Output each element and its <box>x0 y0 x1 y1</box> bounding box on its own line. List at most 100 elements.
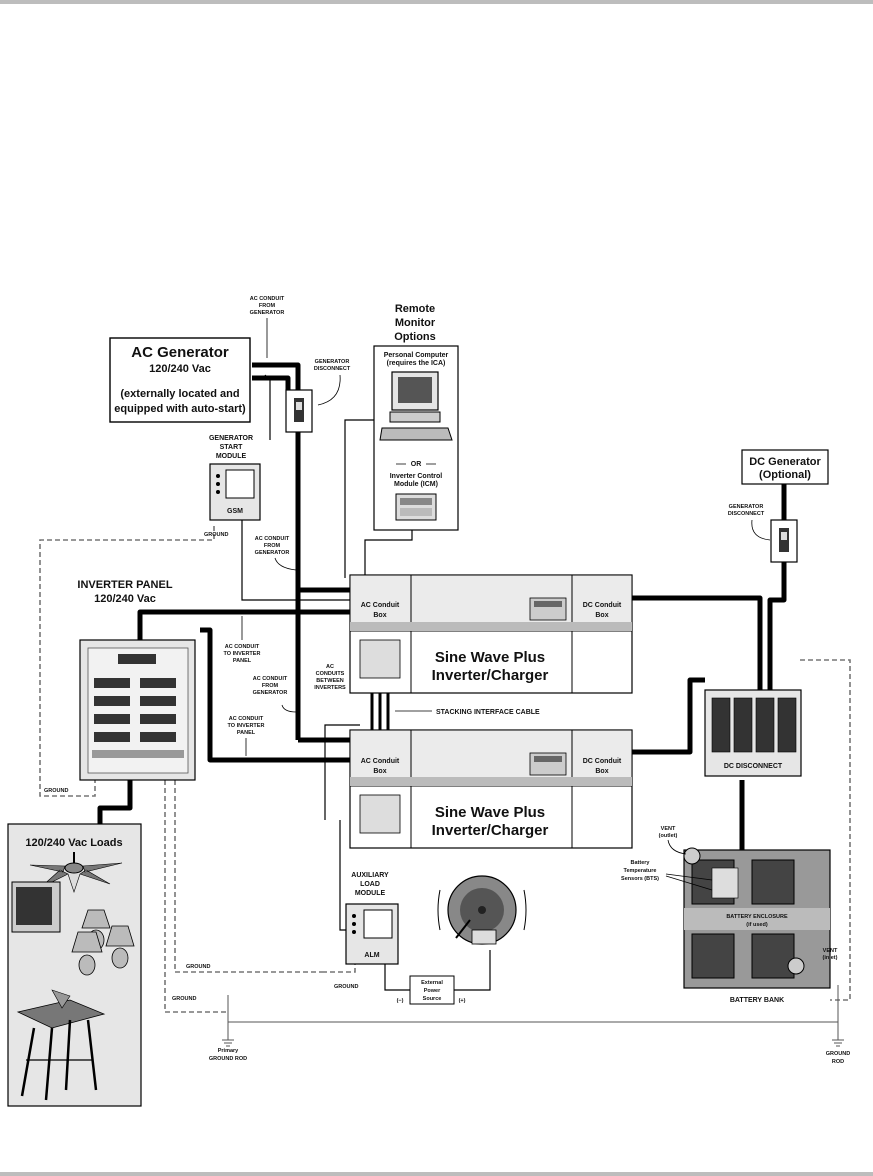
label-stacking-interface-cable: STACKING INTERFACE CABLE <box>436 709 540 716</box>
label-ac-conduits-between-inverters: AC CONDUITS BETWEEN INVERTERS <box>314 664 346 691</box>
conduit-wires <box>97 362 787 850</box>
alm-label: ALM <box>364 952 379 959</box>
gsm-label: GSM <box>227 508 243 515</box>
svg-text:(+): (+) <box>459 998 466 1004</box>
svg-text:INVERTER PANEL: INVERTER PANEL <box>77 579 172 591</box>
dc-generator-disconnect[interactable] <box>770 519 798 563</box>
svg-text:START: START <box>220 444 244 451</box>
label-ground-panel: GROUND <box>44 788 68 794</box>
svg-text:DC Conduit: DC Conduit <box>583 758 622 765</box>
svg-text:(if used): (if used) <box>746 922 768 928</box>
svg-text:BATTERY ENCLOSURE: BATTERY ENCLOSURE <box>726 914 788 920</box>
svg-text:Inverter/Charger: Inverter/Charger <box>432 667 549 684</box>
generator-start-module: GENERATOR START MODULE GSM <box>209 435 261 521</box>
table-saw-icon <box>16 989 106 1101</box>
svg-text:Source: Source <box>423 996 442 1002</box>
remote-monitor-options: Remote Monitor Options Personal Computer… <box>373 303 459 531</box>
label-ground-rod: GROUND ROD <box>826 1051 850 1065</box>
svg-text:AC CONDUIT: AC CONDUIT <box>255 536 290 542</box>
ground-wires <box>39 526 851 1013</box>
svg-text:Box: Box <box>373 768 386 775</box>
svg-text:DC DISCONNECT: DC DISCONNECT <box>724 763 783 770</box>
svg-text:AC CONDUIT: AC CONDUIT <box>253 676 288 682</box>
svg-text:PANEL: PANEL <box>237 730 256 736</box>
label-ac-conduit-to-inverter-panel-1: AC CONDUIT TO INVERTER PANEL <box>224 616 260 664</box>
svg-text:VENT: VENT <box>823 948 838 954</box>
svg-text:AUXILIARY: AUXILIARY <box>351 872 389 879</box>
svg-text:(requires the ICA): (requires the ICA) <box>387 360 446 367</box>
svg-text:120/240 Vac: 120/240 Vac <box>94 593 156 605</box>
svg-text:Remote: Remote <box>395 303 435 315</box>
lamps-icon <box>71 909 135 976</box>
label-ground-alm: GROUND <box>334 984 358 990</box>
svg-text:MODULE: MODULE <box>216 453 247 460</box>
svg-text:DC Conduit: DC Conduit <box>583 602 622 609</box>
ac-generator-box: AC Generator 120/240 Vac (externally loc… <box>109 337 251 423</box>
svg-text:VENT: VENT <box>661 826 676 832</box>
svg-text:(−): (−) <box>397 998 404 1004</box>
svg-text:AC: AC <box>326 664 334 670</box>
svg-text:Inverter/Charger: Inverter/Charger <box>432 822 549 839</box>
svg-text:Power: Power <box>424 988 441 994</box>
svg-text:OR: OR <box>411 461 422 468</box>
ac-generator-voltage: 120/240 Vac <box>149 363 211 375</box>
svg-text:AC CONDUIT: AC CONDUIT <box>225 644 260 650</box>
svg-text:Options: Options <box>394 331 436 343</box>
label-generator-disconnect-ac: GENERATOR DISCONNECT <box>314 359 351 406</box>
svg-text:Monitor: Monitor <box>395 317 436 329</box>
svg-text:Personal Computer: Personal Computer <box>384 352 449 359</box>
label-generator-disconnect-dc: GENERATOR DISCONNECT <box>728 504 771 541</box>
svg-text:GROUND: GROUND <box>826 1051 850 1057</box>
label-ground-lower: GROUND <box>172 996 196 1002</box>
label-ac-conduit-to-inverter-panel-2: AC CONDUIT TO INVERTER PANEL <box>228 716 265 756</box>
label-primary-ground-rod: Primary GROUND ROD <box>209 1048 247 1062</box>
personal-computer-icon <box>379 371 453 441</box>
label-vent-inlet: VENT (inlet) <box>823 948 838 961</box>
svg-text:ROD: ROD <box>832 1059 844 1065</box>
label-ground-low: GROUND <box>186 964 210 970</box>
battery-bank: BATTERY ENCLOSURE (if used) BATTERY BANK <box>683 847 831 1004</box>
thin-wires <box>241 374 491 991</box>
ceiling-fan-icon <box>29 852 123 893</box>
svg-text:BATTERY BANK: BATTERY BANK <box>730 997 784 1004</box>
label-ac-conduit-from-generator-low: AC CONDUIT FROM GENERATOR <box>253 676 297 713</box>
svg-text:GENERATOR: GENERATOR <box>729 504 764 510</box>
svg-text:(Optional): (Optional) <box>759 469 811 481</box>
loads-panel: 120/240 Vac Loads <box>7 823 142 1107</box>
svg-text:Temperature: Temperature <box>624 868 657 874</box>
svg-text:GROUND ROD: GROUND ROD <box>209 1056 247 1062</box>
svg-text:(outlet): (outlet) <box>659 833 678 839</box>
svg-text:GENERATOR: GENERATOR <box>253 690 288 696</box>
svg-text:Sine Wave Plus: Sine Wave Plus <box>435 649 545 666</box>
svg-text:FROM: FROM <box>264 543 281 549</box>
bottom-rule <box>0 1172 873 1176</box>
svg-text:MODULE: MODULE <box>355 890 386 897</box>
svg-text:GENERATOR: GENERATOR <box>255 550 290 556</box>
svg-text:CONDUITS: CONDUITS <box>316 671 345 677</box>
inverter-control-module-icon <box>395 493 437 521</box>
svg-text:FROM: FROM <box>262 683 279 689</box>
svg-text:Sensors (BTS): Sensors (BTS) <box>621 876 659 882</box>
dc-generator-box: DC Generator (Optional) <box>741 449 829 485</box>
inverter-1: AC Conduit Box DC Conduit Box Sine Wave … <box>349 574 633 694</box>
label-vent-outlet: VENT (outlet) <box>659 826 687 855</box>
svg-text:120/240 Vac Loads: 120/240 Vac Loads <box>25 837 122 849</box>
dc-disconnect: DC DISCONNECT <box>704 689 802 777</box>
top-rule <box>0 0 873 4</box>
svg-text:Box: Box <box>595 768 608 775</box>
svg-text:Inverter Control: Inverter Control <box>390 473 443 480</box>
svg-text:Sine Wave Plus: Sine Wave Plus <box>435 804 545 821</box>
svg-text:DISCONNECT: DISCONNECT <box>728 511 765 517</box>
svg-text:AC Conduit: AC Conduit <box>361 758 400 765</box>
label-ac-conduit-from-generator-top: AC CONDUIT FROM GENERATOR <box>250 296 285 358</box>
ac-generator-disconnect[interactable] <box>285 389 313 433</box>
svg-text:TO INVERTER: TO INVERTER <box>228 723 265 729</box>
ac-generator-title: AC Generator <box>131 344 229 361</box>
inverter-2: AC Conduit Box DC Conduit Box Sine Wave … <box>349 729 633 849</box>
inverter-panel: INVERTER PANEL 120/240 Vac <box>77 579 196 781</box>
svg-text:AC CONDUIT: AC CONDUIT <box>229 716 264 722</box>
svg-text:Box: Box <box>595 612 608 619</box>
television-icon <box>11 881 61 933</box>
svg-text:BETWEEN: BETWEEN <box>316 678 344 684</box>
